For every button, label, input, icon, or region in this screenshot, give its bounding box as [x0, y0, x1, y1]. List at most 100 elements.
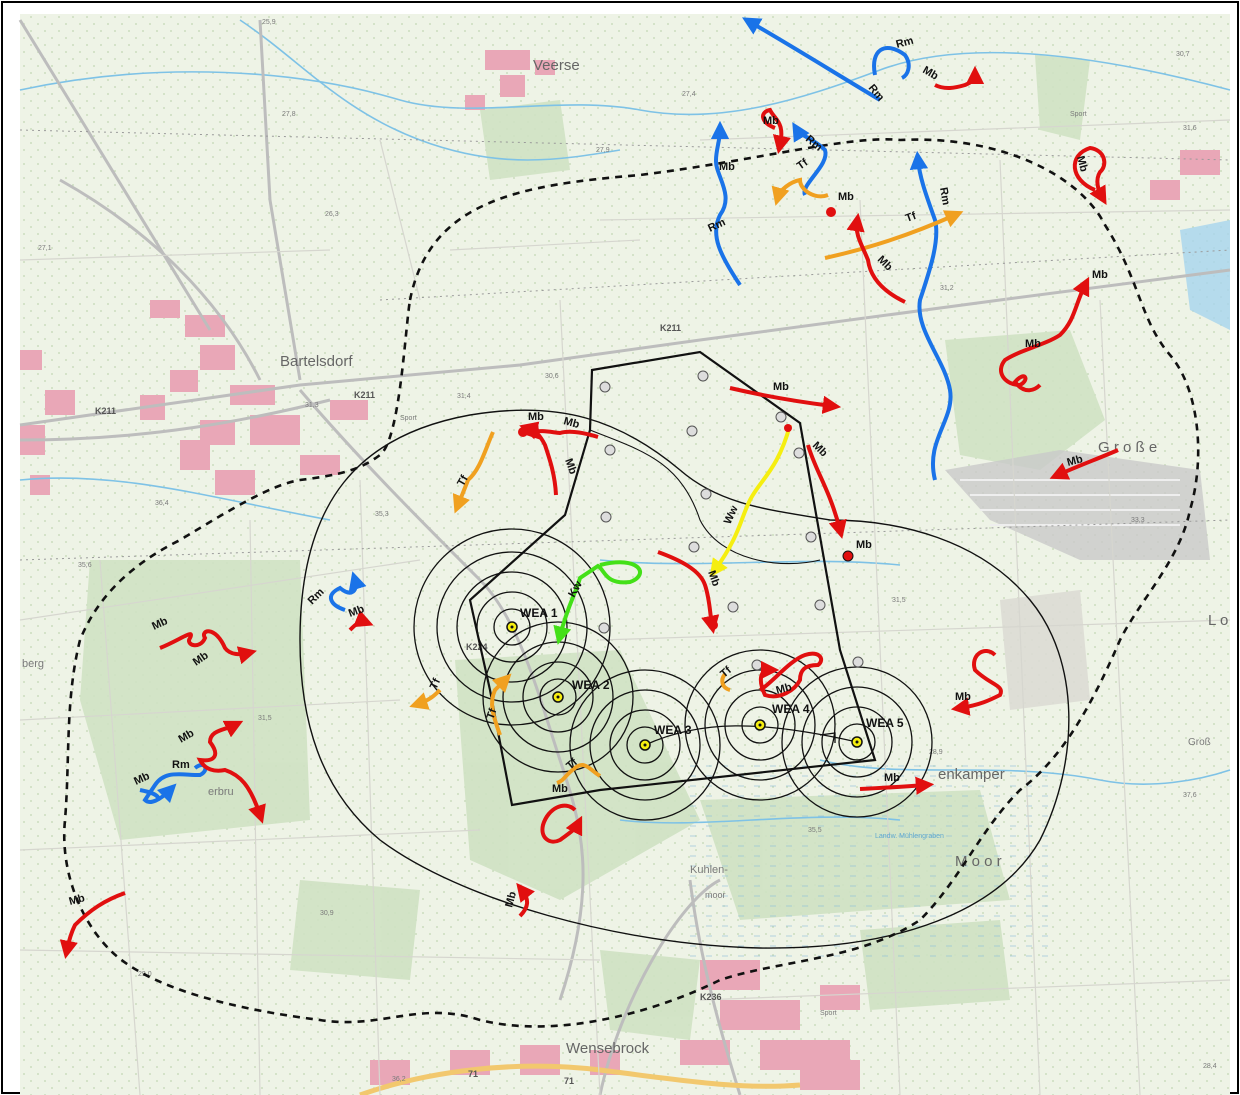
- label-enkamper: enkamper: [938, 766, 1005, 783]
- mb-path-east-loop: [999, 276, 1090, 393]
- label-sport3: Sport: [820, 1010, 837, 1017]
- road-label-k224: K224: [466, 642, 488, 652]
- label-erbrun: erbru: [208, 786, 234, 798]
- spot-height: 31,5: [258, 715, 272, 722]
- species-label-tf: Tf: [904, 210, 918, 225]
- tf-path-center: [720, 672, 731, 692]
- flight-paths-mb: [59, 65, 1119, 960]
- label-wensebrock: Wensebrock: [566, 1040, 650, 1057]
- species-label-rm: Rm: [937, 186, 952, 206]
- road-label-b71b: 71: [564, 1076, 574, 1086]
- label-sport2: Sport: [400, 415, 417, 422]
- road-label-k211c: K211: [660, 323, 681, 333]
- label-moor-small: moor: [705, 890, 726, 900]
- spot-height: 36,2: [392, 1076, 406, 1083]
- species-label-mb: Mb: [503, 890, 519, 909]
- spot-height: 27,1: [38, 245, 52, 252]
- road-label-k236: K236: [700, 992, 722, 1002]
- label-veerse: Veerse: [533, 57, 580, 74]
- mb-path-west-small: [348, 610, 374, 632]
- species-label-tf: Tf: [428, 676, 443, 691]
- mb-path-ne-spiral: [1072, 145, 1107, 205]
- species-label-mb: Mb: [562, 415, 581, 431]
- roads: [18, 19, 1231, 1095]
- mb-path-north-loop: [761, 107, 791, 154]
- turbine-wea-1: WEA 1: [506, 606, 558, 633]
- turbine-wea-3: WEA 3: [639, 723, 692, 751]
- mb-path-center-loop: [758, 651, 824, 699]
- species-label-mb: Mb: [552, 783, 568, 795]
- species-label-mb: Mb: [838, 191, 854, 203]
- road-label-k211a: K211: [95, 406, 116, 416]
- mb-path-west-spiral: [159, 629, 257, 665]
- label-lo: L o: [1208, 612, 1228, 629]
- species-label-mb: Mb: [763, 115, 779, 127]
- mb-path-center-mid: [657, 550, 720, 635]
- label-moor-big: M o o r: [955, 853, 1002, 870]
- tf-path-south: [556, 763, 602, 785]
- label-bartelsdorf: Bartelsdorf: [280, 353, 353, 370]
- marsh-area: [690, 760, 1050, 960]
- spot-height: 30,9: [320, 910, 334, 917]
- turbine-label: WEA 5: [866, 716, 904, 730]
- mb-path-south-hook: [540, 803, 583, 844]
- lake: [1180, 220, 1230, 330]
- rm-path-left: [710, 120, 742, 287]
- turbine-label: WEA 4: [772, 702, 810, 716]
- species-label-mb: Mb: [1074, 155, 1090, 174]
- mb-path-southwest-edge: [59, 891, 126, 960]
- tf-path-northeast: [824, 210, 964, 260]
- turbine-label: WEA 1: [520, 606, 558, 620]
- species-label-mb: Mb: [775, 681, 794, 697]
- spot-height: 31,6: [1183, 125, 1197, 132]
- species-label-mb: Mb: [955, 691, 971, 703]
- species-label-mb: Mb: [1092, 269, 1108, 281]
- project-area-polygon: [468, 350, 877, 807]
- spot-height: 33,3: [1131, 517, 1145, 524]
- mb-path-south: [516, 882, 535, 918]
- flight-paths-rm: [139, 17, 953, 804]
- mb-path-center-top: [729, 386, 842, 414]
- spot-height: 35,6: [78, 562, 92, 569]
- rm-path-long: [909, 150, 953, 481]
- flight-paths-tf: [409, 177, 964, 785]
- tf-path-sw2: [490, 673, 512, 736]
- road-labels: K211 K211 K211 K224 K236 71 71: [95, 323, 722, 1086]
- mb-path-southeast: [859, 776, 935, 795]
- outer-survey-boundary: [62, 138, 1200, 1028]
- turbine-wea-2: WEA 2: [552, 678, 610, 703]
- spot-height: 27,8: [282, 111, 296, 118]
- spot-height: 28,9: [929, 749, 943, 756]
- mb-path-east: [1049, 448, 1119, 480]
- species-label-mb: Mb: [719, 161, 735, 173]
- species-label-rm: Rm: [172, 759, 190, 771]
- spot-height: 37,6: [1183, 792, 1197, 799]
- mb-labels: Mb Mb Mb Mb Mb Mb Mb Mb Mb Mb Mb Mb Mb M…: [68, 64, 1108, 909]
- spot-height: 28,4: [1203, 1063, 1217, 1070]
- label-sport1: Sport: [1070, 111, 1087, 118]
- turbine-wea-4: WEA 4: [754, 702, 810, 731]
- spot-heights: 25,9 27,4 27,8 26,3 27,1 27,9 31,2 30,6 …: [38, 19, 1217, 1083]
- rm-path-west: [329, 571, 367, 612]
- spot-height: 30,6: [545, 373, 559, 380]
- spot-height: 30,7: [1176, 51, 1190, 58]
- spot-height: 26,3: [325, 211, 339, 218]
- grey-field: [1000, 590, 1090, 710]
- species-label-mb: Mb: [562, 457, 579, 476]
- rm-path-mid: [792, 122, 828, 196]
- species-label-mb: Mb: [856, 539, 872, 551]
- species-label-mb: Mb: [68, 892, 87, 908]
- species-label-mb: Mb: [347, 603, 366, 620]
- species-label-mb: Mb: [1025, 338, 1041, 350]
- mb-points: [518, 207, 1088, 630]
- label-berg: berg: [22, 658, 44, 670]
- spot-height: 25,9: [262, 19, 276, 26]
- mb-path-center-right: [806, 444, 847, 539]
- species-label-mb: Mb: [1066, 453, 1085, 469]
- tf-path-west: [452, 431, 495, 514]
- place-labels: Veerse Bartelsdorf Wensebrock G r o ß e …: [22, 57, 1228, 1057]
- tf-path-sw1: [409, 688, 442, 710]
- spot-height: 31,3: [305, 402, 319, 409]
- waterways: [19, 19, 1231, 824]
- mb-path-west-2: [520, 421, 599, 440]
